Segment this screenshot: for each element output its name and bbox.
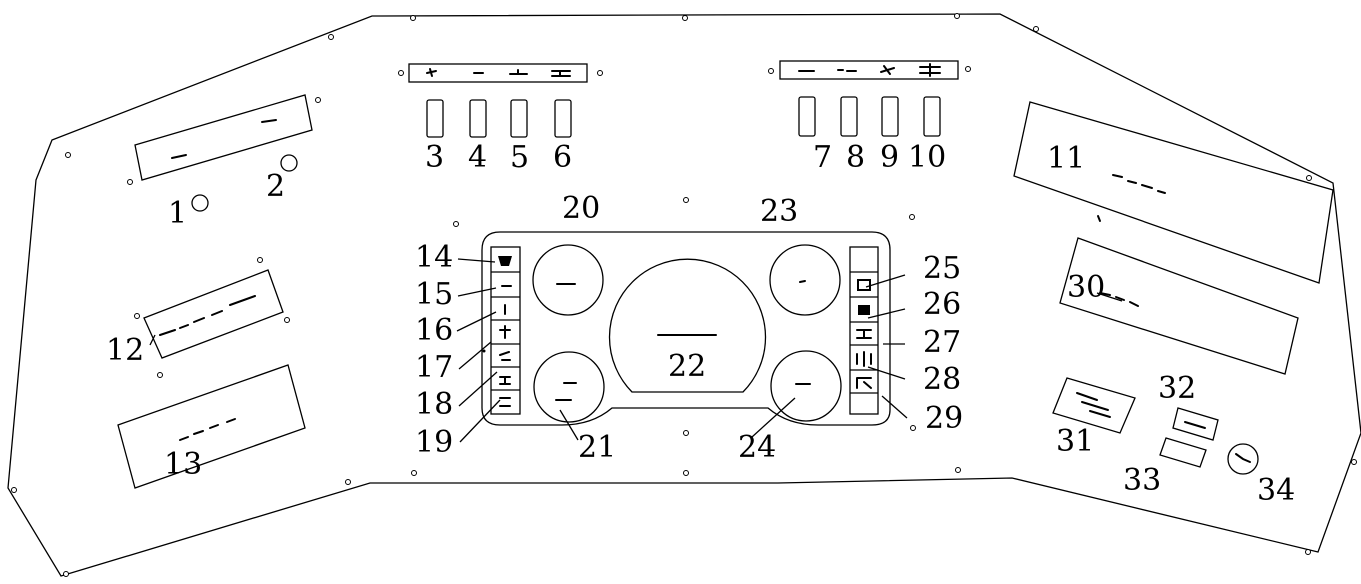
gauge-24 [770, 350, 842, 422]
leader-dot [482, 349, 486, 353]
strip-gauge-left [127, 94, 321, 185]
display-13 [117, 364, 306, 489]
callout-23: 23 [760, 194, 798, 229]
callout-11: 11 [1047, 141, 1085, 176]
callout-31: 31 [1056, 424, 1094, 459]
callout-10: 10 [908, 140, 946, 175]
callout-26: 26 [923, 287, 961, 322]
callout-14: 14 [415, 240, 453, 275]
display-12 [134, 257, 290, 378]
callout-16: 16 [415, 313, 453, 348]
panel-outline [7, 13, 1361, 577]
callout-8: 8 [846, 140, 865, 175]
leader-lines [149, 258, 1123, 443]
switch-8[interactable] [840, 96, 858, 137]
callout-9: 9 [880, 140, 899, 175]
switch-3[interactable] [426, 99, 444, 138]
callout-32: 32 [1158, 371, 1196, 406]
display-31[interactable] [1052, 377, 1136, 434]
callout-30: 30 [1067, 270, 1105, 305]
switch-label-strip-right [768, 60, 971, 80]
cluster-hole [683, 197, 689, 203]
cluster-hole [683, 430, 689, 436]
callout-1: 1 [168, 196, 187, 231]
cluster-hole [453, 221, 459, 227]
knob-34[interactable] [1227, 443, 1259, 475]
callout-25: 25 [923, 251, 961, 286]
gauge-21-mark [555, 382, 577, 401]
mounting-holes [11, 13, 1357, 577]
callout-34: 34 [1257, 473, 1295, 508]
warning-lights-right [849, 246, 879, 415]
callout-numbers: 1 2 3 4 5 6 7 8 9 10 11 12 13 14 15 16 1… [106, 140, 1295, 508]
button-32[interactable] [1172, 407, 1219, 441]
callout-12: 12 [106, 333, 144, 368]
indicator-18 [491, 344, 520, 367]
callout-33: 33 [1123, 463, 1161, 498]
cluster-housing [481, 231, 891, 426]
callout-27: 27 [923, 325, 961, 360]
button-33[interactable] [1159, 437, 1207, 468]
callout-4: 4 [468, 140, 487, 175]
callout-3: 3 [425, 140, 444, 175]
callout-29: 29 [925, 401, 963, 436]
callout-17: 17 [415, 350, 453, 385]
switch-5[interactable] [510, 99, 528, 138]
callout-20: 20 [562, 191, 600, 226]
switch-4[interactable] [469, 99, 487, 138]
switch-9[interactable] [881, 96, 899, 137]
cluster-hole [909, 214, 915, 220]
callout-22: 22 [668, 349, 706, 384]
callout-18: 18 [415, 387, 453, 422]
callout-21: 21 [578, 430, 616, 465]
callout-28: 28 [923, 362, 961, 397]
display-11 [1013, 101, 1334, 284]
callout-5: 5 [510, 140, 529, 175]
speedometer-22 [608, 258, 767, 393]
display-30 [1059, 237, 1299, 375]
callout-15: 15 [415, 277, 453, 312]
gauge-23 [769, 244, 841, 316]
indicator-19 [491, 390, 520, 414]
gauge-21 [533, 351, 605, 423]
callout-6: 6 [553, 140, 572, 175]
gauge-20 [532, 244, 604, 316]
gauge-23-mark [799, 280, 806, 283]
small-mark [1097, 215, 1101, 222]
warning-lights-left [490, 246, 521, 415]
indicator-15 [491, 272, 520, 297]
callout-13: 13 [164, 447, 202, 482]
cluster-hole [910, 425, 916, 431]
switch-10[interactable] [923, 96, 941, 137]
callout-19: 19 [415, 425, 453, 460]
knob-2[interactable] [280, 154, 298, 172]
switch-6[interactable] [554, 99, 572, 138]
callout-2: 2 [266, 169, 285, 204]
switch-7[interactable] [798, 96, 816, 137]
knob-1[interactable] [191, 194, 209, 212]
callout-7: 7 [813, 140, 832, 175]
callout-24: 24 [738, 430, 776, 465]
switch-label-strip-left [398, 63, 603, 83]
